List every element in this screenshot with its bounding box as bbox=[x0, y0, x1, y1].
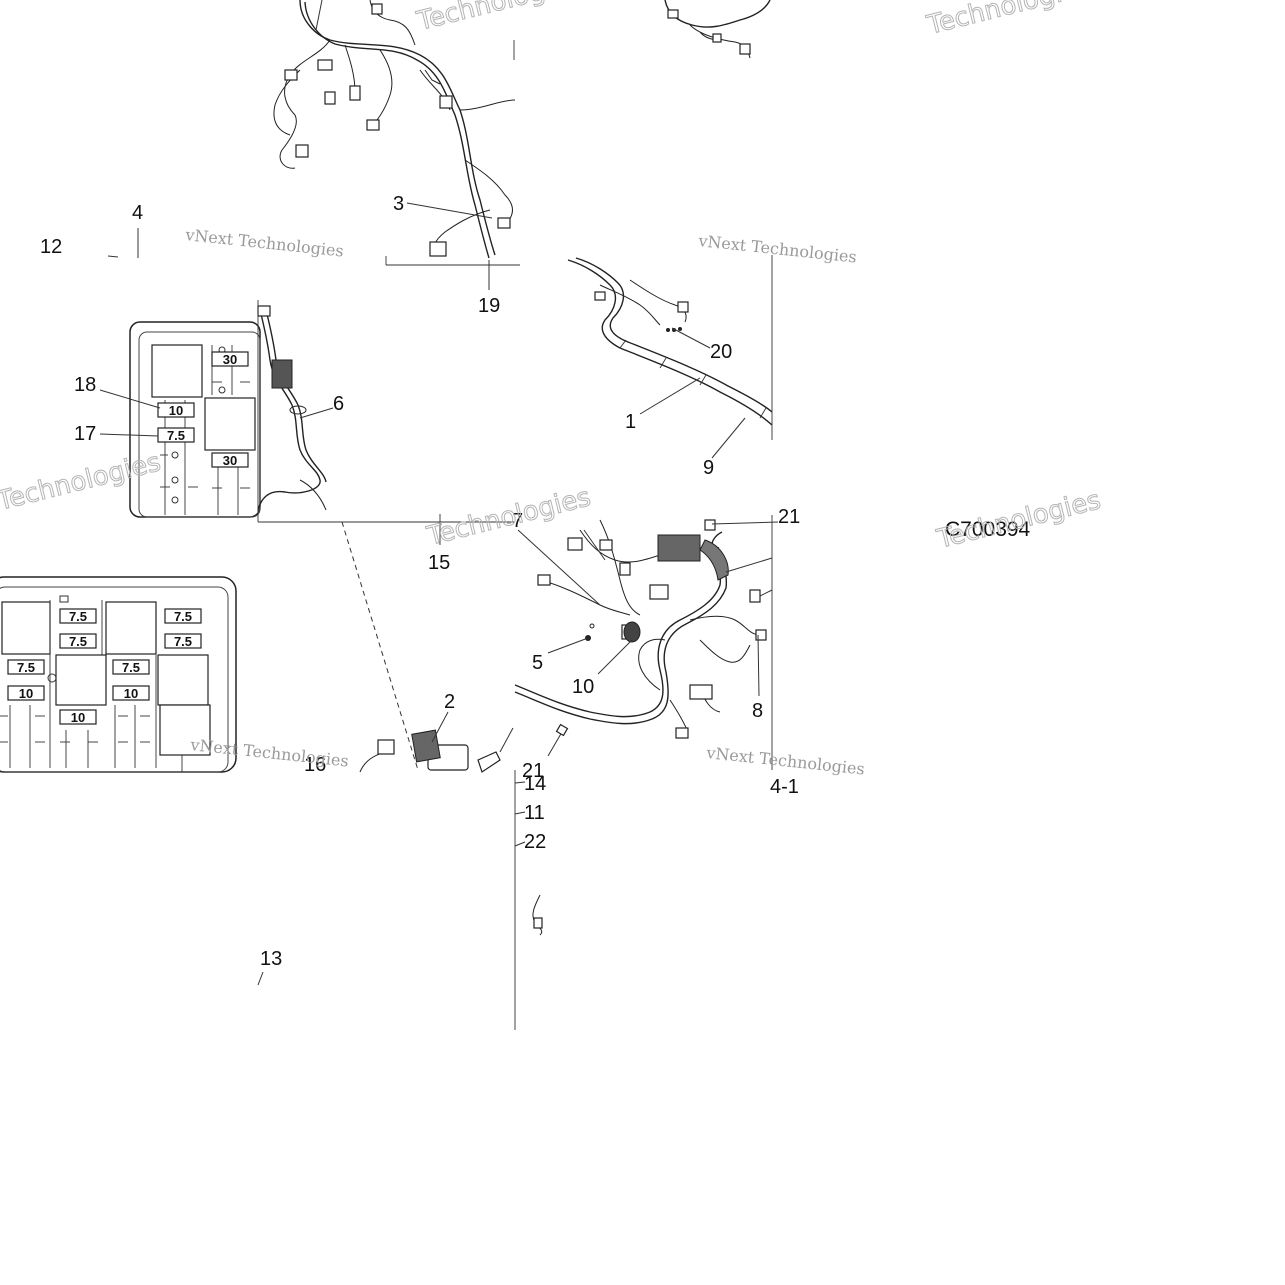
fuse-label: 30 bbox=[223, 453, 237, 468]
callout-labels: 3 4 12 19 20 18 6 1 17 9 7 21 15 5 10 2 … bbox=[40, 193, 1031, 970]
fuse-label: 7.5 bbox=[69, 634, 87, 649]
harness-6 bbox=[257, 300, 515, 545]
callout-12: 12 bbox=[40, 236, 62, 258]
callout-14: 14 bbox=[524, 773, 546, 795]
leader-13 bbox=[257, 971, 264, 986]
callout-9: 9 bbox=[703, 457, 714, 479]
fuse-label: 10 bbox=[124, 686, 138, 701]
watermark-big: Technologies bbox=[923, 0, 1093, 41]
callout-8: 8 bbox=[752, 700, 763, 722]
callout-7: 7 bbox=[512, 510, 523, 532]
callout-18: 18 bbox=[74, 374, 96, 396]
watermark-big: Technologies bbox=[933, 485, 1103, 555]
fuse-label: 7.5 bbox=[17, 660, 35, 675]
callout-2: 2 bbox=[444, 691, 455, 713]
fuse-label: 10 bbox=[19, 686, 33, 701]
callout-13: 13 bbox=[260, 948, 282, 970]
harness-main-right bbox=[567, 257, 773, 459]
callout-21-bottom: 21 bbox=[522, 760, 544, 782]
fuse-label: 7.5 bbox=[174, 609, 192, 624]
top-harness-panel bbox=[273, 0, 520, 290]
callout-3: 3 bbox=[393, 193, 404, 215]
callout-4: 4 bbox=[132, 202, 143, 224]
fuse-box-lower: 7.5 7.5 7.5 7.5 7.5 10 7.5 10 10 bbox=[0, 576, 237, 773]
fuse-label: 7.5 bbox=[69, 609, 87, 624]
fuse-label: 10 bbox=[169, 403, 183, 418]
callout-11: 11 bbox=[524, 802, 545, 824]
callout-6: 6 bbox=[333, 393, 344, 415]
fuse-label: 7.5 bbox=[122, 660, 140, 675]
callout-10: 10 bbox=[572, 676, 594, 698]
fuse-label: 30 bbox=[223, 352, 237, 367]
lower-center-parts bbox=[341, 521, 514, 773]
watermark-big: Technologies bbox=[413, 0, 583, 37]
fuse-label: 7.5 bbox=[167, 428, 185, 443]
leader-12 bbox=[107, 255, 119, 258]
callout-20: 20 bbox=[710, 341, 732, 363]
diagram-code: C700394 bbox=[945, 518, 1031, 541]
callout-16: 16 bbox=[304, 754, 326, 776]
callout-4-1: 4-1 bbox=[770, 776, 799, 798]
callout-21-top: 21 bbox=[778, 506, 800, 528]
fuse-box-upper: 30 10 7.5 30 bbox=[99, 321, 261, 518]
callout-5: 5 bbox=[532, 652, 543, 674]
callout-22: 22 bbox=[524, 831, 546, 853]
harness-lower-right bbox=[514, 255, 779, 1030]
callout-15: 15 bbox=[428, 552, 450, 574]
top-right-harness-fragment bbox=[664, 0, 771, 59]
callout-1: 1 bbox=[625, 411, 636, 433]
watermark-text: vNext Technologies bbox=[184, 225, 345, 261]
fuse-label: 7.5 bbox=[174, 634, 192, 649]
watermark-text: vNext Technologies bbox=[705, 743, 866, 779]
watermark-text: vNext Technologies bbox=[697, 231, 858, 267]
fuse-label: 10 bbox=[71, 710, 85, 725]
callout-19: 19 bbox=[478, 295, 500, 317]
callout-17: 17 bbox=[74, 423, 96, 445]
